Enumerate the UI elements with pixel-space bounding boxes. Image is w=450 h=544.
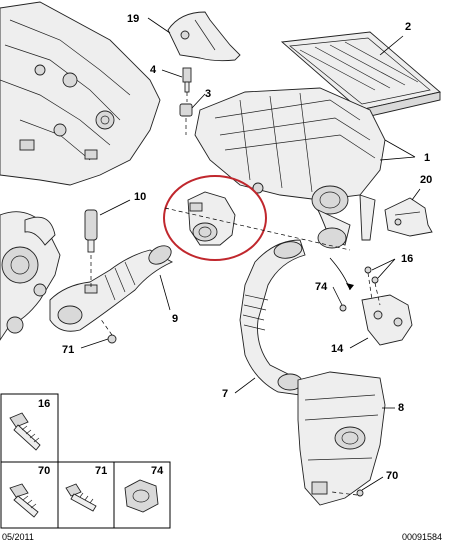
fastener-table: 16 70 71 74 bbox=[0, 393, 171, 529]
part-14-bracket bbox=[361, 294, 413, 346]
callout-74: 74 bbox=[315, 281, 328, 293]
part-2-air-filter bbox=[280, 31, 441, 119]
table-cell-70: 70 bbox=[38, 465, 50, 477]
part-9-intake-hose bbox=[49, 245, 174, 332]
part-19-cover bbox=[167, 11, 241, 62]
screw-71-icon bbox=[65, 483, 97, 512]
assembly-line bbox=[164, 207, 351, 251]
highlight-circle bbox=[163, 175, 267, 261]
part-8-lower-duct bbox=[297, 371, 386, 506]
footer-date: 05/2011 bbox=[2, 532, 34, 542]
callout-14: 14 bbox=[331, 343, 344, 355]
part-4-bolt bbox=[182, 67, 192, 102]
table-cell-71: 71 bbox=[95, 465, 107, 477]
callout-7: 7 bbox=[222, 388, 228, 400]
callout-2: 2 bbox=[405, 21, 411, 33]
callout-16: 16 bbox=[401, 253, 413, 265]
mass-air-flow-sensor bbox=[187, 191, 236, 246]
part-3-grommet bbox=[179, 103, 193, 135]
bolt-16-icon bbox=[9, 412, 41, 451]
callout-1: 1 bbox=[424, 152, 430, 164]
part-20-bracket bbox=[384, 197, 433, 237]
callout-19: 19 bbox=[127, 13, 139, 25]
callout-9: 9 bbox=[172, 313, 178, 325]
callout-8: 8 bbox=[398, 402, 404, 414]
callout-10: 10 bbox=[134, 191, 146, 203]
callout-70: 70 bbox=[386, 470, 398, 482]
part-1-air-box bbox=[194, 87, 386, 249]
part-7-duct bbox=[239, 239, 306, 396]
part-10-sensor bbox=[84, 209, 98, 290]
callout-20: 20 bbox=[420, 174, 432, 186]
nut-74-icon bbox=[124, 479, 159, 513]
engine-block bbox=[0, 1, 161, 186]
footer-ref: 00091584 bbox=[402, 532, 442, 542]
table-cell-74: 74 bbox=[151, 465, 164, 477]
callout-71: 71 bbox=[62, 344, 74, 356]
table-cell-16: 16 bbox=[38, 398, 50, 410]
fastener-70 bbox=[331, 489, 364, 497]
bolt-70-icon bbox=[9, 483, 39, 518]
leader-lines bbox=[80, 17, 421, 491]
callout-3: 3 bbox=[205, 88, 211, 100]
turbocharger bbox=[0, 211, 61, 341]
fasteners-16-74 bbox=[329, 257, 381, 312]
callout-4: 4 bbox=[150, 64, 157, 76]
